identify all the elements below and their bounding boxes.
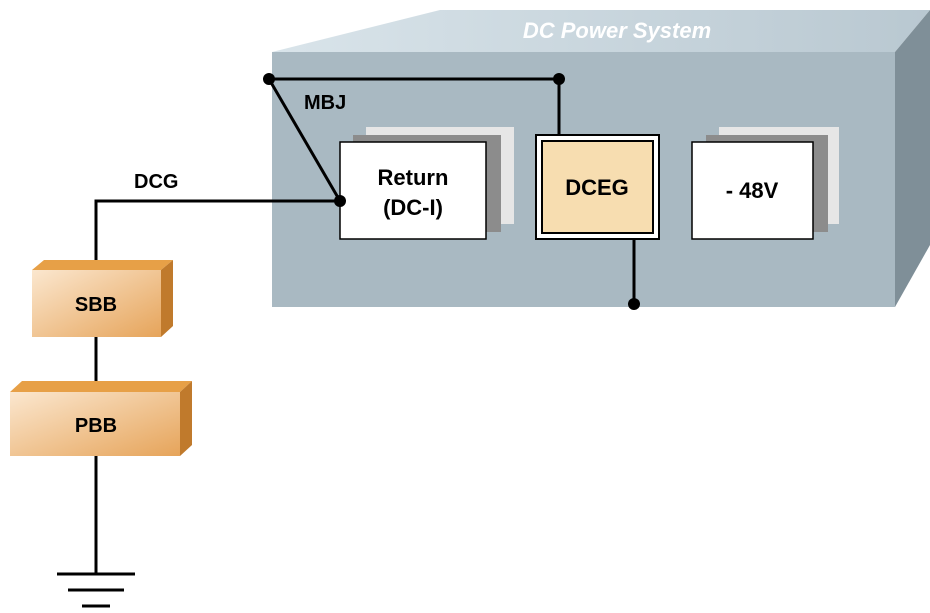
- pbb-bar: PBB: [10, 381, 192, 456]
- junction-dot-mbj-right: [553, 73, 565, 85]
- mbj-diagonal-conductor: [267, 78, 342, 202]
- junction-dot-dceg-bottom: [628, 298, 640, 310]
- pbb-top-face: [10, 381, 192, 392]
- return-dc-i-box: Return (DC-I): [339, 127, 514, 240]
- return-box-label-line2: (DC-I): [383, 195, 443, 220]
- cabinet-top-face: [272, 10, 930, 52]
- junction-dot-return: [334, 195, 346, 207]
- sbb-front-face: [32, 270, 161, 337]
- neg-48v-box: - 48V: [691, 127, 839, 240]
- sbb-bar: SBB: [32, 260, 173, 337]
- junction-dots: [263, 73, 640, 310]
- conductors: [94, 77, 636, 574]
- sbb-top-face: [32, 260, 173, 270]
- dceg-box: DCEG: [535, 134, 660, 240]
- neg-48v-label: - 48V: [726, 178, 779, 203]
- dceg-box-inner: [541, 140, 654, 234]
- sbb-side-face: [161, 260, 173, 337]
- return-box-label-line1: Return: [378, 165, 449, 190]
- neg-48v-face: [691, 141, 814, 240]
- dcg-conductor: [94, 199, 340, 262]
- sbb-label: SBB: [75, 294, 117, 316]
- junction-dot-mbj-left: [263, 73, 275, 85]
- pbb-side-face: [180, 381, 192, 456]
- cabinet-title: DC Power System: [523, 18, 711, 43]
- pbb-label: PBB: [75, 415, 117, 437]
- mbj-label: MBJ: [304, 92, 346, 114]
- earth-ground-icon: [57, 572, 135, 608]
- dcg-label: DCG: [134, 171, 178, 193]
- pbb-front-face: [10, 392, 180, 456]
- cabinet-side-face: [895, 10, 930, 307]
- return-box-face: [339, 141, 487, 240]
- dceg-label: DCEG: [565, 175, 629, 200]
